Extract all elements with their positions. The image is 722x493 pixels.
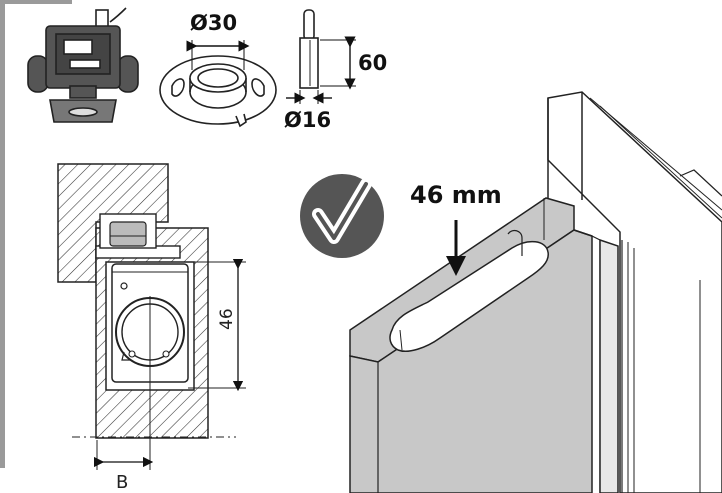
- router-icon: [27, 7, 139, 123]
- door-perspective: [349, 91, 722, 493]
- section-view: 46 B: [57, 163, 246, 493]
- section-dimension-label: 46: [217, 308, 237, 330]
- router-bit-icon: [299, 9, 319, 89]
- checkmark-icon: [300, 174, 384, 258]
- bit-diameter-dimension: Ø16: [284, 90, 332, 132]
- bit-length-dimension: 60: [320, 36, 387, 90]
- milled-pocket: [389, 240, 549, 352]
- tool-diameter-dimension: Ø30: [186, 11, 250, 70]
- bit-diameter-label: Ø16: [284, 108, 331, 132]
- frame-section-top: [57, 163, 169, 283]
- tool-diameter-label: Ø30: [190, 11, 237, 35]
- template-guide-icon: [159, 55, 277, 128]
- bit-length-label: 60: [358, 51, 387, 75]
- arrow-down-icon: [446, 220, 466, 276]
- depth-label: 46 mm: [410, 181, 502, 209]
- offset-label: B: [116, 472, 128, 493]
- top-left-tab: [0, 0, 72, 4]
- left-margin-bar: [0, 0, 5, 468]
